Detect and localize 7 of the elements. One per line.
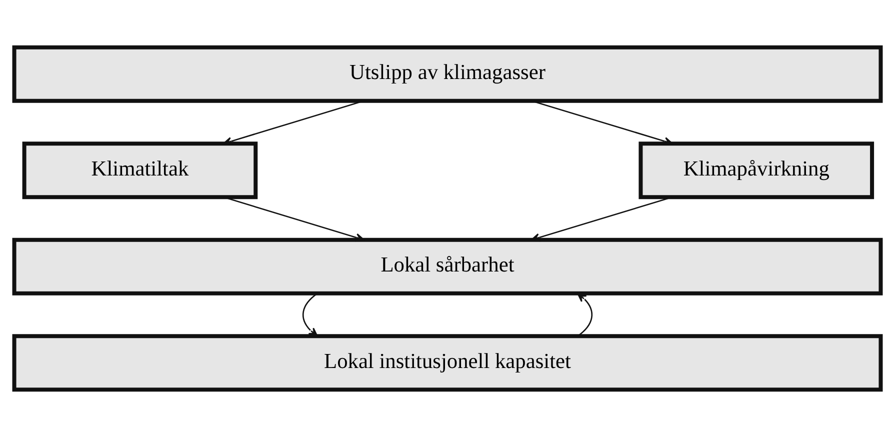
node-box: Lokal sårbarhet (12, 237, 883, 295)
arrow (302, 292, 318, 336)
node-box: Utslipp av klimagasser (12, 44, 883, 102)
arrow (577, 292, 593, 336)
node-box: Klimatiltak (22, 141, 258, 199)
node-box: Klimapåvirkning (638, 141, 874, 199)
node-box: Lokal institusjonell kapasitet (12, 334, 883, 392)
